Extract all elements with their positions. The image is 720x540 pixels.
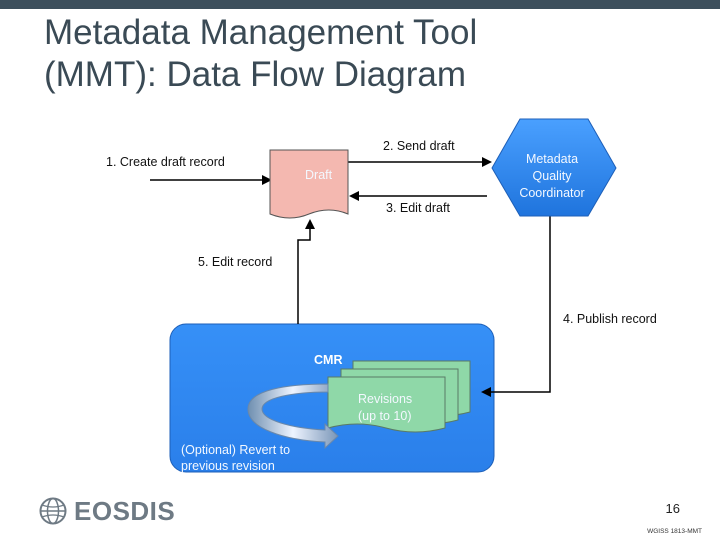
eosdis-logo: EOSDIS — [38, 496, 175, 526]
revert-circular-arrow — [247, 383, 339, 450]
top-bar — [0, 0, 720, 9]
step-3-label: 3. Edit draft — [386, 201, 450, 215]
footer-code: WGISS 1813-MMT — [647, 528, 702, 535]
step-5-label: 5. Edit record — [198, 255, 273, 269]
coordinator-label: Metadata Quality Coordinator — [519, 152, 585, 200]
cmr-label: CMR — [314, 353, 343, 367]
arrow-edit-record — [297, 219, 315, 324]
step-1-label: 1. Create draft record — [106, 155, 225, 169]
coordinator-hexagon — [491, 118, 617, 217]
revisions-label: Revisions (up to 10) — [358, 392, 413, 423]
page-title: Metadata Management Tool (MMT): Data Flo… — [44, 12, 684, 96]
draft-document-shape — [269, 149, 349, 219]
title-line-2: (MMT): Data Flow Diagram — [44, 55, 466, 94]
step-4-label: 4. Publish record — [563, 312, 657, 326]
page-number: 16 — [665, 501, 680, 516]
logo-text: EOSDIS — [74, 495, 176, 526]
step-2-label: 2. Send draft — [383, 139, 455, 153]
draft-label: Draft — [305, 168, 333, 182]
globe-icon — [39, 497, 67, 525]
revision-document-front — [327, 376, 446, 433]
arrow-publish-record — [481, 210, 551, 397]
revert-label: (Optional) Revert to previous revision — [181, 443, 291, 473]
title-line-1: Metadata Management Tool — [44, 13, 478, 52]
